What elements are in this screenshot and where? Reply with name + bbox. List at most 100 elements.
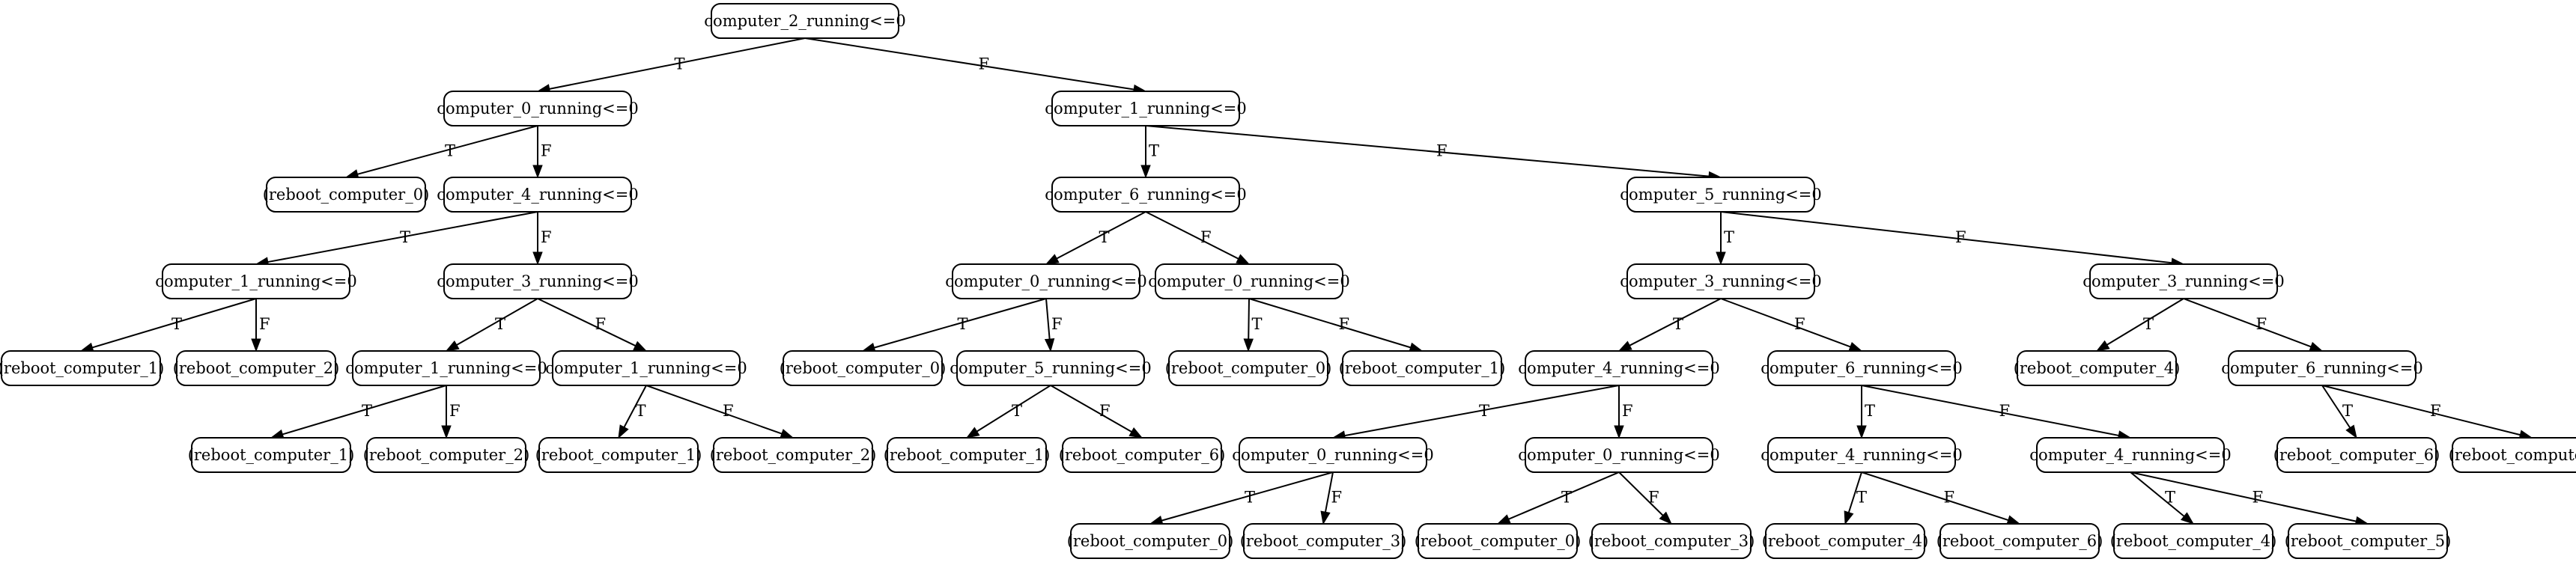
- edge-line: [1145, 125, 1710, 177]
- leaf-action-node: (reboot_computer_4): [1762, 523, 1928, 559]
- leaf-action-node: (reboot_computer_0): [2449, 437, 2576, 473]
- arrow-head-icon: [1140, 165, 1151, 179]
- node-label: computer_1_running<=0: [345, 359, 547, 377]
- node-box: [266, 177, 426, 213]
- edge: T: [1045, 211, 1146, 265]
- edge-label-false: F: [541, 228, 552, 246]
- node-box: [783, 350, 943, 386]
- node-label: (reboot_computer_5): [2285, 532, 2452, 550]
- decision-node: computer_1_running<=0: [1045, 91, 1247, 126]
- nodes-layer: computer_2_running<=0computer_0_running<…: [0, 3, 2576, 559]
- edge-line: [282, 385, 447, 436]
- node-label: (reboot_computer_1): [188, 446, 355, 464]
- node-label: (reboot_computer_0): [1067, 532, 1234, 550]
- edge: F: [251, 299, 270, 352]
- edge: F: [1044, 298, 1063, 352]
- edge-line: [976, 385, 1051, 433]
- edge-label-false: F: [259, 315, 270, 333]
- edge: F: [532, 126, 552, 179]
- leaf-action-node: (reboot_computer_0): [1067, 523, 1234, 559]
- node-label: (reboot_computer_1): [535, 446, 702, 464]
- arrow-head-icon: [780, 429, 795, 439]
- edge-label-false: F: [1099, 402, 1111, 420]
- edge: T: [1844, 471, 1867, 525]
- edge-label-false: F: [1436, 142, 1448, 160]
- edge: T: [618, 385, 647, 439]
- node-label: computer_6_running<=0: [2221, 359, 2422, 377]
- decision-node: computer_3_running<=0: [2083, 263, 2285, 299]
- node-label: computer_0_running<=0: [1148, 272, 1349, 290]
- node-label: (reboot_computer_3): [1588, 532, 1755, 550]
- edge-line: [1847, 471, 1862, 513]
- leaf-action-node: (reboot_computer_3): [1588, 523, 1755, 559]
- node-label: computer_1_running<=0: [545, 359, 747, 377]
- edge-label-true: T: [171, 315, 182, 333]
- arrow-head-icon: [1856, 425, 1867, 439]
- node-label: (reboot_computer_1): [884, 446, 1051, 464]
- arrow-head-icon: [1320, 510, 1331, 525]
- edge-line: [804, 37, 1134, 91]
- decision-node: computer_5_running<=0: [1620, 177, 1822, 213]
- edge: F: [2183, 298, 2324, 352]
- decision-node: computer_0_running<=0: [1148, 263, 1350, 299]
- edge-line: [1324, 471, 1334, 513]
- edge: T: [270, 385, 447, 439]
- decision-node: computer_3_running<=0: [1620, 263, 1822, 299]
- edge-line: [2130, 471, 2357, 522]
- edge: T: [1496, 471, 1620, 525]
- edge-label-true: T: [675, 55, 685, 73]
- arrow-head-icon: [618, 424, 629, 439]
- leaf-action-node: (reboot_computer_1): [1339, 350, 1506, 386]
- node-label: (reboot_computer_0): [1415, 532, 1582, 550]
- edge: T: [255, 211, 538, 267]
- node-box: [1342, 350, 1502, 386]
- leaf-action-node: (reboot_computer_2): [710, 437, 876, 473]
- edge: T: [445, 298, 538, 352]
- node-label: computer_4_running<=0: [1518, 359, 1719, 377]
- leaf-action-node: (reboot_computer_6): [2273, 437, 2440, 473]
- node-box: [1168, 350, 1328, 386]
- node-label: (reboot_computer_6): [1059, 446, 1226, 464]
- edge-label-false: F: [1999, 402, 2011, 420]
- edge-line: [874, 298, 1047, 349]
- edge-line: [1508, 471, 1620, 520]
- edge-line: [1145, 211, 1239, 260]
- arrow-head-icon: [1045, 254, 1060, 265]
- edge-label-false: F: [2430, 402, 2441, 420]
- node-box: [2036, 437, 2225, 473]
- node-box: [2228, 350, 2416, 386]
- edge-line: [2321, 385, 2521, 436]
- edge: F: [1614, 385, 1633, 439]
- leaf-action-node: (reboot_computer_2): [363, 437, 529, 473]
- node-label: (reboot_computer_1): [1339, 359, 1506, 377]
- arrow-head-icon: [1659, 511, 1673, 525]
- edge-label-true: T: [1865, 402, 1875, 420]
- arrow-head-icon: [1716, 251, 1726, 266]
- node-box: [2288, 523, 2448, 559]
- edge-label-true: T: [636, 402, 646, 420]
- edge-line: [1344, 385, 1620, 437]
- node-label: computer_0_running<=0: [945, 272, 1146, 290]
- edge: T: [1243, 298, 1263, 352]
- edge: F: [1861, 385, 2132, 441]
- edge-label-true: T: [1252, 315, 1263, 333]
- node-box: [366, 437, 526, 473]
- edge-label-false: F: [1648, 489, 1659, 507]
- edge: T: [79, 298, 257, 352]
- edge-label-false: F: [595, 315, 607, 333]
- node-box: [443, 177, 632, 213]
- edge: F: [1145, 125, 1722, 182]
- node-label: computer_3_running<=0: [437, 272, 638, 290]
- edge-label-true: T: [2143, 315, 2154, 333]
- leaf-action-node: (reboot_computer_1): [188, 437, 355, 473]
- node-box: [162, 263, 350, 299]
- node-box: [1525, 437, 1713, 473]
- leaf-action-node: (reboot_computer_4): [2014, 350, 2180, 386]
- edge-label-true: T: [1856, 489, 1867, 507]
- edge: T: [1331, 385, 1620, 441]
- arrow-head-icon: [532, 165, 543, 179]
- node-box: [1051, 91, 1240, 126]
- decision-node: computer_4_running<=0: [1518, 350, 1720, 386]
- edge-line: [549, 37, 806, 90]
- leaf-action-node: (reboot_computer_0): [1165, 350, 1331, 386]
